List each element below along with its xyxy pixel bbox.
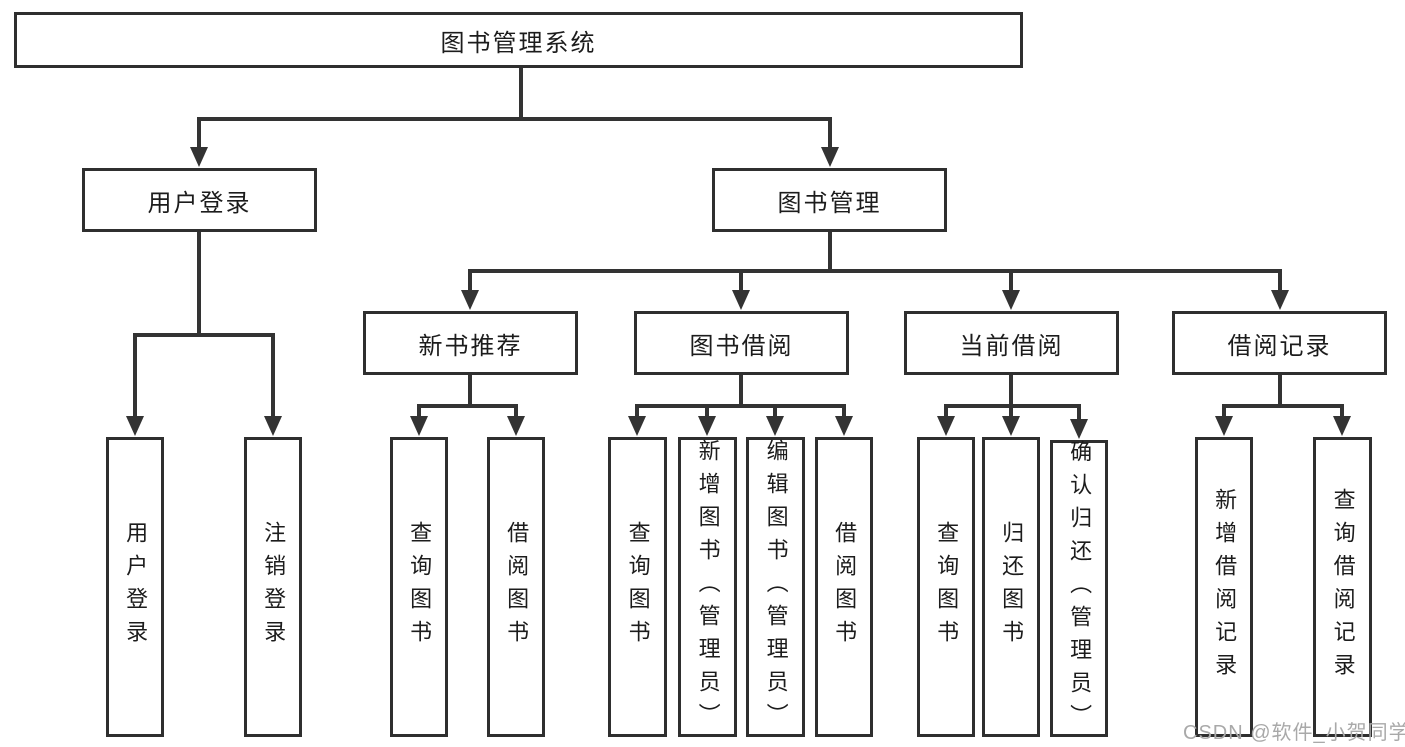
- node-borrow-add-books-admin: 新增图书（管理员）: [678, 437, 737, 737]
- node-label: 新书推荐: [418, 332, 523, 360]
- node-current-confirm-return-admin: 确认归还（管理员）: [1050, 440, 1108, 737]
- node-label: 新增图书（管理员）: [695, 438, 721, 736]
- node-label: 查询借阅记录: [1330, 488, 1356, 686]
- node-current-borrowing: 当前借阅: [904, 311, 1119, 375]
- node-label: 借阅记录: [1227, 332, 1332, 360]
- node-logout-leaf: 注销登录: [244, 437, 302, 737]
- node-book-borrowing: 图书借阅: [634, 311, 849, 375]
- node-label: 用户登录: [147, 189, 252, 217]
- node-borrow-borrow-books: 借阅图书: [815, 437, 873, 737]
- node-new-book-recommend: 新书推荐: [363, 311, 578, 375]
- node-newbook-borrow-books: 借阅图书: [487, 437, 545, 737]
- node-label: 用户登录: [123, 521, 149, 653]
- node-records-add-record: 新增借阅记录: [1195, 437, 1253, 737]
- node-current-query-books: 查询图书: [917, 437, 975, 737]
- node-user-login-leaf: 用户登录: [106, 437, 164, 737]
- node-label: 注销登录: [261, 521, 287, 653]
- node-label: 查询图书: [625, 521, 651, 653]
- node-label: 编辑图书（管理员）: [763, 438, 789, 736]
- node-records-query-record: 查询借阅记录: [1313, 437, 1372, 737]
- node-label: 新增借阅记录: [1212, 488, 1238, 686]
- node-label: 当前借阅: [959, 332, 1064, 360]
- node-borrowing-records: 借阅记录: [1172, 311, 1387, 375]
- node-book-management-branch: 图书管理: [712, 168, 947, 232]
- node-label: 借阅图书: [832, 521, 858, 653]
- node-label: 借阅图书: [504, 521, 530, 653]
- node-borrow-query-books: 查询图书: [608, 437, 667, 737]
- node-label: 查询图书: [407, 521, 433, 653]
- node-user-login-branch: 用户登录: [82, 168, 317, 232]
- node-label: 图书管理: [777, 189, 882, 217]
- node-borrow-edit-books-admin: 编辑图书（管理员）: [746, 437, 805, 737]
- node-label: 归还图书: [999, 521, 1025, 653]
- node-label: 确认归还（管理员）: [1067, 440, 1093, 737]
- csdn-watermark: CSDN @软件_小贺同学: [1183, 722, 1405, 744]
- node-label: 图书管理系统: [440, 29, 597, 57]
- node-library-management-system: 图书管理系统: [14, 12, 1023, 68]
- node-label: 查询图书: [934, 521, 960, 653]
- node-current-return-books: 归还图书: [982, 437, 1040, 737]
- node-newbook-query-books: 查询图书: [390, 437, 448, 737]
- node-label: 图书借阅: [689, 332, 794, 360]
